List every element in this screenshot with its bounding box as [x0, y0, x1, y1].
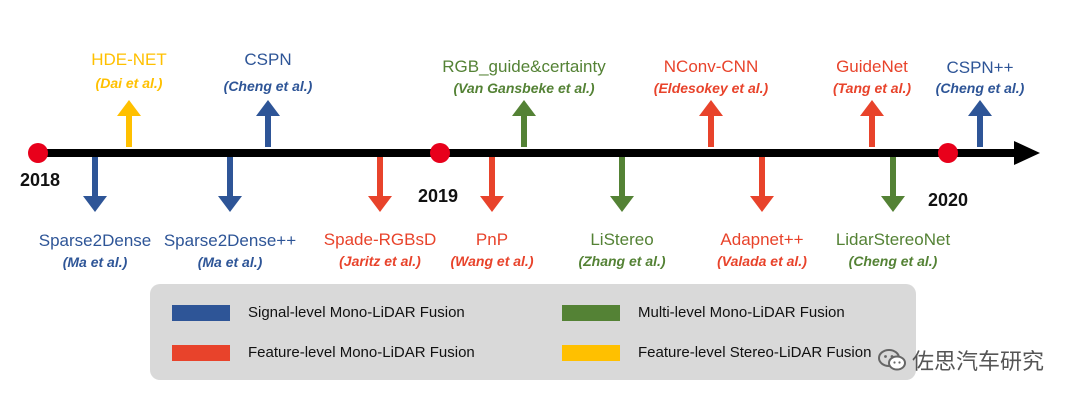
legend-label: Feature-level Mono-LiDAR Fusion — [248, 344, 475, 361]
legend-swatch-feature — [172, 344, 230, 361]
year-2020: 2020 — [928, 190, 969, 210]
method-name: CSPN++ — [946, 58, 1014, 77]
method-citation: (Van Gansbeke et al.) — [453, 80, 595, 96]
arrow-down — [480, 157, 504, 212]
method-name: LiStereo — [590, 230, 654, 249]
method-name: Sparse2Dense — [38, 231, 152, 250]
arrow-down — [610, 157, 634, 212]
legend-label: Feature-level Stereo-LiDAR Fusion — [638, 344, 872, 361]
legend-item-signal: Signal-level Mono-LiDAR Fusion — [172, 304, 465, 321]
timeline-axis — [38, 149, 1023, 157]
legend-swatch-multi — [562, 304, 620, 321]
method-citation: (Valada et al.) — [717, 253, 807, 269]
legend-item-stereo: Feature-level Stereo-LiDAR Fusion — [562, 344, 871, 361]
legend-swatch-stereo — [562, 344, 620, 361]
method-name: Sparse2Dense++ — [163, 231, 297, 250]
legend-swatch-signal — [172, 304, 230, 321]
method-citation: (Dai et al.) — [95, 75, 163, 91]
method-citation: (Ma et al.) — [62, 254, 128, 270]
arrow-up — [117, 100, 141, 147]
method-citation: (Cheng et al.) — [223, 78, 313, 94]
method-citation: (Wang et al.) — [450, 253, 534, 269]
wechat-icon — [877, 349, 906, 371]
method-citation: (Cheng et al.) — [935, 80, 1025, 96]
legend-label: Signal-level Mono-LiDAR Fusion — [248, 304, 465, 321]
method-name: CSPN — [244, 50, 292, 69]
arrow-up — [860, 100, 884, 147]
watermark-text: 佐思汽车研究 — [911, 350, 1044, 375]
year-dot — [938, 143, 958, 163]
method-citation: (Eldesokey et al.) — [653, 80, 769, 96]
method-name: HDE-NET — [91, 50, 167, 69]
arrow-up — [256, 100, 280, 147]
legend-item-feature: Feature-level Mono-LiDAR Fusion — [172, 344, 475, 361]
arrow-down — [368, 157, 392, 212]
method-citation: (Ma et al.) — [197, 254, 263, 270]
year-dot — [28, 143, 48, 163]
method-name: GuideNet — [836, 57, 908, 76]
method-name: NConv-CNN — [663, 57, 759, 76]
timeline-axis-arrowhead — [1014, 141, 1040, 165]
year-dot — [430, 143, 450, 163]
year-2018: 2018 — [20, 170, 61, 190]
method-name: RGB_guide&certainty — [442, 57, 606, 76]
method-name: PnP — [475, 230, 509, 249]
arrow-up — [968, 100, 992, 147]
arrow-down — [881, 157, 905, 212]
method-citation: (Jaritz et al.) — [339, 253, 421, 269]
year-2019: 2019 — [418, 186, 459, 206]
method-name: Spade-RGBsD — [323, 230, 437, 249]
method-citation: (Zhang et al.) — [578, 253, 666, 269]
watermark: 佐思汽车研究 — [877, 344, 1044, 376]
arrow-down — [750, 157, 774, 212]
legend-label: Multi-level Mono-LiDAR Fusion — [638, 304, 845, 321]
method-citation: (Cheng et al.) — [848, 253, 938, 269]
method-name: Adapnet++ — [720, 230, 804, 249]
arrow-up — [512, 100, 536, 147]
legend-item-multi: Multi-level Mono-LiDAR Fusion — [562, 304, 845, 321]
legend: Signal-level Mono-LiDAR Fusion Multi-lev… — [150, 284, 916, 380]
arrow-down — [218, 157, 242, 212]
arrow-up — [699, 100, 723, 147]
method-citation: (Tang et al.) — [832, 80, 912, 96]
method-name: LidarStereoNet — [835, 230, 951, 249]
arrow-down — [83, 157, 107, 212]
